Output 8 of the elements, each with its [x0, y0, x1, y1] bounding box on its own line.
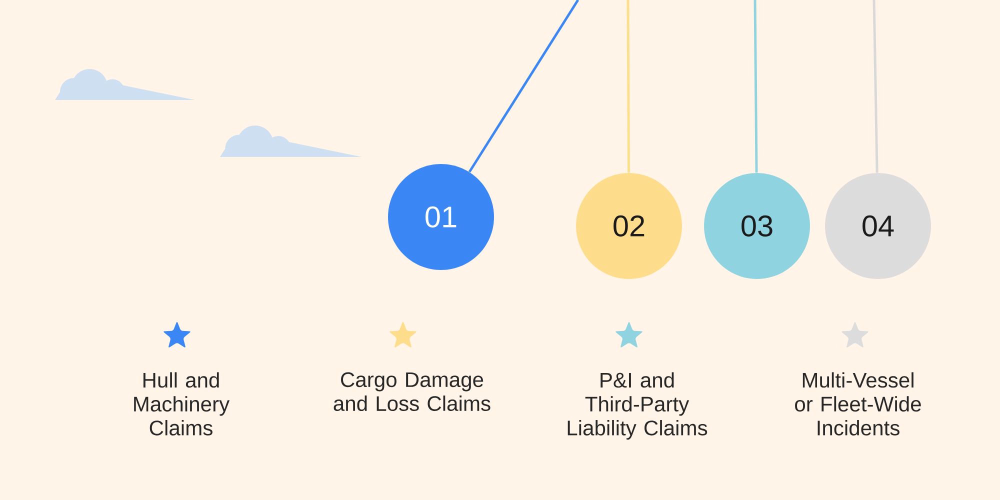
category-label: Cargo Damage and Loss Claims	[334, 372, 490, 412]
category-label: Hull and Machinery Claims	[134, 372, 230, 436]
category-label: Multi-Vessel or Fleet-Wide Incidents	[795, 372, 921, 436]
hanging-line	[872, 0, 878, 173]
hanging-line	[468, 0, 580, 173]
hanging-line	[626, 0, 630, 173]
hanging-line	[754, 0, 758, 173]
category-label: P&I and Third-Party Liability Claims	[568, 372, 708, 440]
